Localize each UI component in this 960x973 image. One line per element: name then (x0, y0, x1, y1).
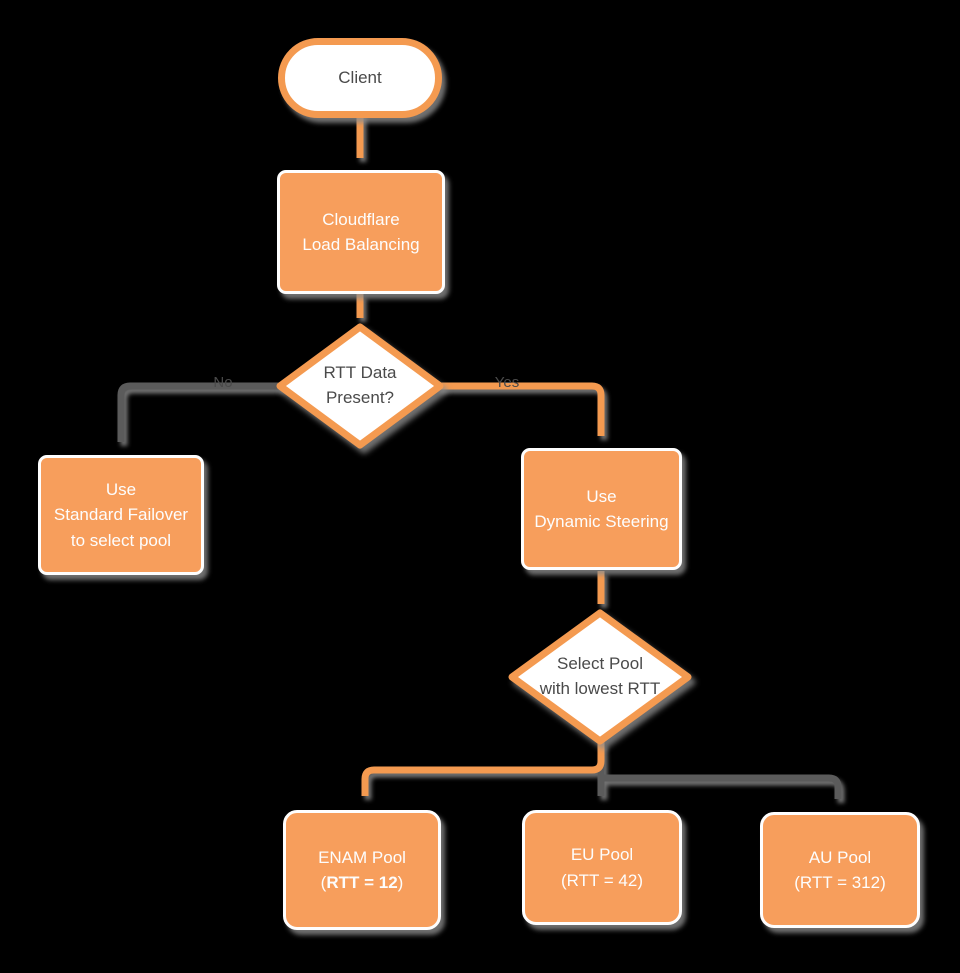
pool-decision-line2: with lowest RTT (539, 679, 661, 698)
node-eu-pool: EU Pool (RTT = 42) (522, 810, 682, 925)
node-standard-failover: Use Standard Failover to select pool (38, 455, 204, 575)
rtt-decision-shape (276, 323, 444, 449)
edge-label-no: No (205, 374, 241, 392)
node-rtt-decision-text: RTT Data Present? (276, 323, 444, 449)
node-load-balancer-line1: Cloudflare (322, 209, 400, 229)
standard-failover-line3: to select pool (70, 530, 172, 550)
node-client: Client (278, 38, 442, 118)
node-rtt-decision: RTT Data Present? (276, 323, 444, 449)
eu-pool-rtt: (RTT = 42) (560, 870, 644, 890)
node-dynamic-steering: Use Dynamic Steering (521, 448, 682, 570)
node-client-label: Client (338, 68, 382, 87)
enam-rtt-open-paren: ( (320, 873, 327, 892)
dynamic-steering-line2: Dynamic Steering (534, 512, 669, 531)
node-load-balancer-line2: Load Balancing (302, 235, 420, 254)
node-au-pool: AU Pool (RTT = 312) (760, 812, 920, 928)
pool-decision-shape (508, 609, 692, 745)
au-pool-rtt: (RTT = 312) (794, 873, 886, 892)
standard-failover-line2: Standard Failover (53, 505, 189, 525)
edge-selectpool-to-au-pool (601, 774, 842, 799)
edge-label-yes: Yes (487, 374, 527, 392)
node-enam-pool: ENAM Pool (RTT = 12) (283, 810, 441, 930)
pool-decision-line1: Select Pool (556, 654, 643, 674)
enam-pool-rtt: (RTT = 12) (321, 870, 404, 896)
dynamic-steering-line1: Use (586, 486, 617, 506)
eu-pool-name: EU Pool (570, 845, 634, 864)
rtt-decision-line1: RTT Data (323, 363, 397, 383)
edge-label-no-text: No (213, 374, 233, 391)
rtt-decision-line2: Present? (325, 388, 395, 407)
au-pool-name: AU Pool (808, 847, 872, 867)
edge-selectpool-to-enam-pool (361, 742, 605, 796)
edge-rtt-no-to-standard-failover (117, 382, 284, 442)
enam-rtt-value: RTT = 12 (326, 873, 398, 892)
node-pool-decision: Select Pool with lowest RTT (508, 609, 692, 745)
standard-failover-line1: Use (105, 479, 137, 499)
enam-rtt-close-paren: ) (397, 873, 404, 892)
enam-pool-name: ENAM Pool (318, 847, 406, 867)
node-pool-decision-text: Select Pool with lowest RTT (508, 609, 692, 745)
node-load-balancer: Cloudflare Load Balancing (277, 170, 445, 294)
edge-label-yes-text: Yes (494, 374, 520, 391)
edge-rtt-yes-to-dynamic-steering (437, 382, 605, 436)
